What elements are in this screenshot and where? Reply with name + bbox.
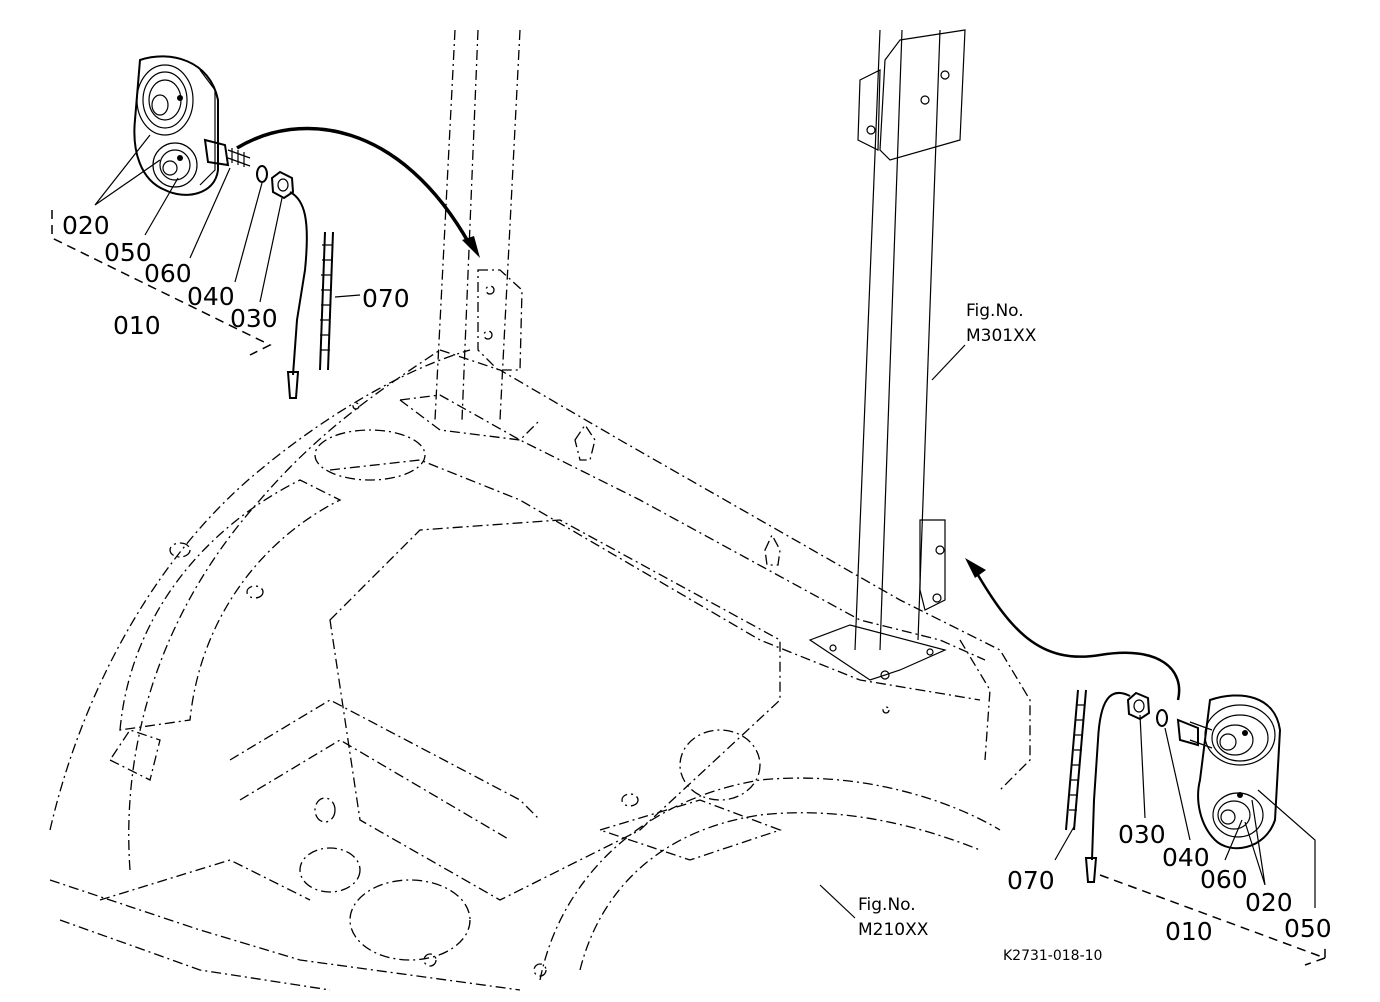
- left-harness: [289, 191, 308, 376]
- label-right-070: 070: [1007, 866, 1055, 895]
- right-washer: [1156, 709, 1168, 727]
- right-mounting-arrow: [973, 569, 1181, 701]
- label-left-060: 060: [144, 259, 192, 288]
- right-bolt: [1176, 718, 1213, 749]
- label-right-060: 060: [1200, 865, 1248, 894]
- fender-body: [49, 349, 1031, 991]
- label-right-050: 050: [1284, 914, 1332, 943]
- left-mounting-arrow: [236, 126, 472, 246]
- left-leaders: [51, 134, 361, 356]
- left-light-assembly: [133, 55, 480, 399]
- right-lamp-housing: [1197, 694, 1282, 850]
- label-left-070: 070: [362, 284, 410, 313]
- label-right-040: 040: [1162, 843, 1210, 872]
- right-connector: [1084, 857, 1098, 883]
- left-corrugated-tube: [319, 231, 334, 371]
- rops-frame: [399, 29, 966, 681]
- right-light-assembly: [965, 558, 1282, 883]
- label-left-020: 020: [62, 211, 110, 240]
- right-harness: [1091, 691, 1131, 861]
- right-arrow-head: [965, 558, 986, 578]
- ref-m301-line1: Fig.No.: [966, 301, 1024, 321]
- label-right-030: 030: [1118, 820, 1166, 849]
- label-left-010: 010: [113, 311, 161, 340]
- left-arrow-head: [462, 236, 480, 258]
- left-bolt: [203, 138, 251, 167]
- left-nut: [270, 170, 295, 200]
- left-connector: [286, 371, 300, 399]
- ref-m301-leader: [931, 344, 966, 381]
- right-leaders: [1054, 714, 1326, 966]
- label-left-030: 030: [230, 304, 278, 333]
- label-right-020: 020: [1245, 888, 1293, 917]
- left-washer: [256, 165, 268, 183]
- label-right-010: 010: [1165, 917, 1213, 946]
- ref-m210-leader: [819, 884, 856, 919]
- ref-m301-line2: M301XX: [966, 326, 1037, 346]
- left-lamp-housing: [133, 55, 219, 196]
- label-left-050: 050: [104, 238, 152, 267]
- figure-code: K2731-018-10: [1003, 948, 1102, 964]
- label-left-040: 040: [187, 282, 235, 311]
- right-corrugated-tube: [1065, 689, 1087, 831]
- ref-m210-line1: Fig.No.: [858, 895, 916, 915]
- right-nut: [1126, 691, 1151, 721]
- ref-m210-line2: M210XX: [858, 920, 929, 940]
